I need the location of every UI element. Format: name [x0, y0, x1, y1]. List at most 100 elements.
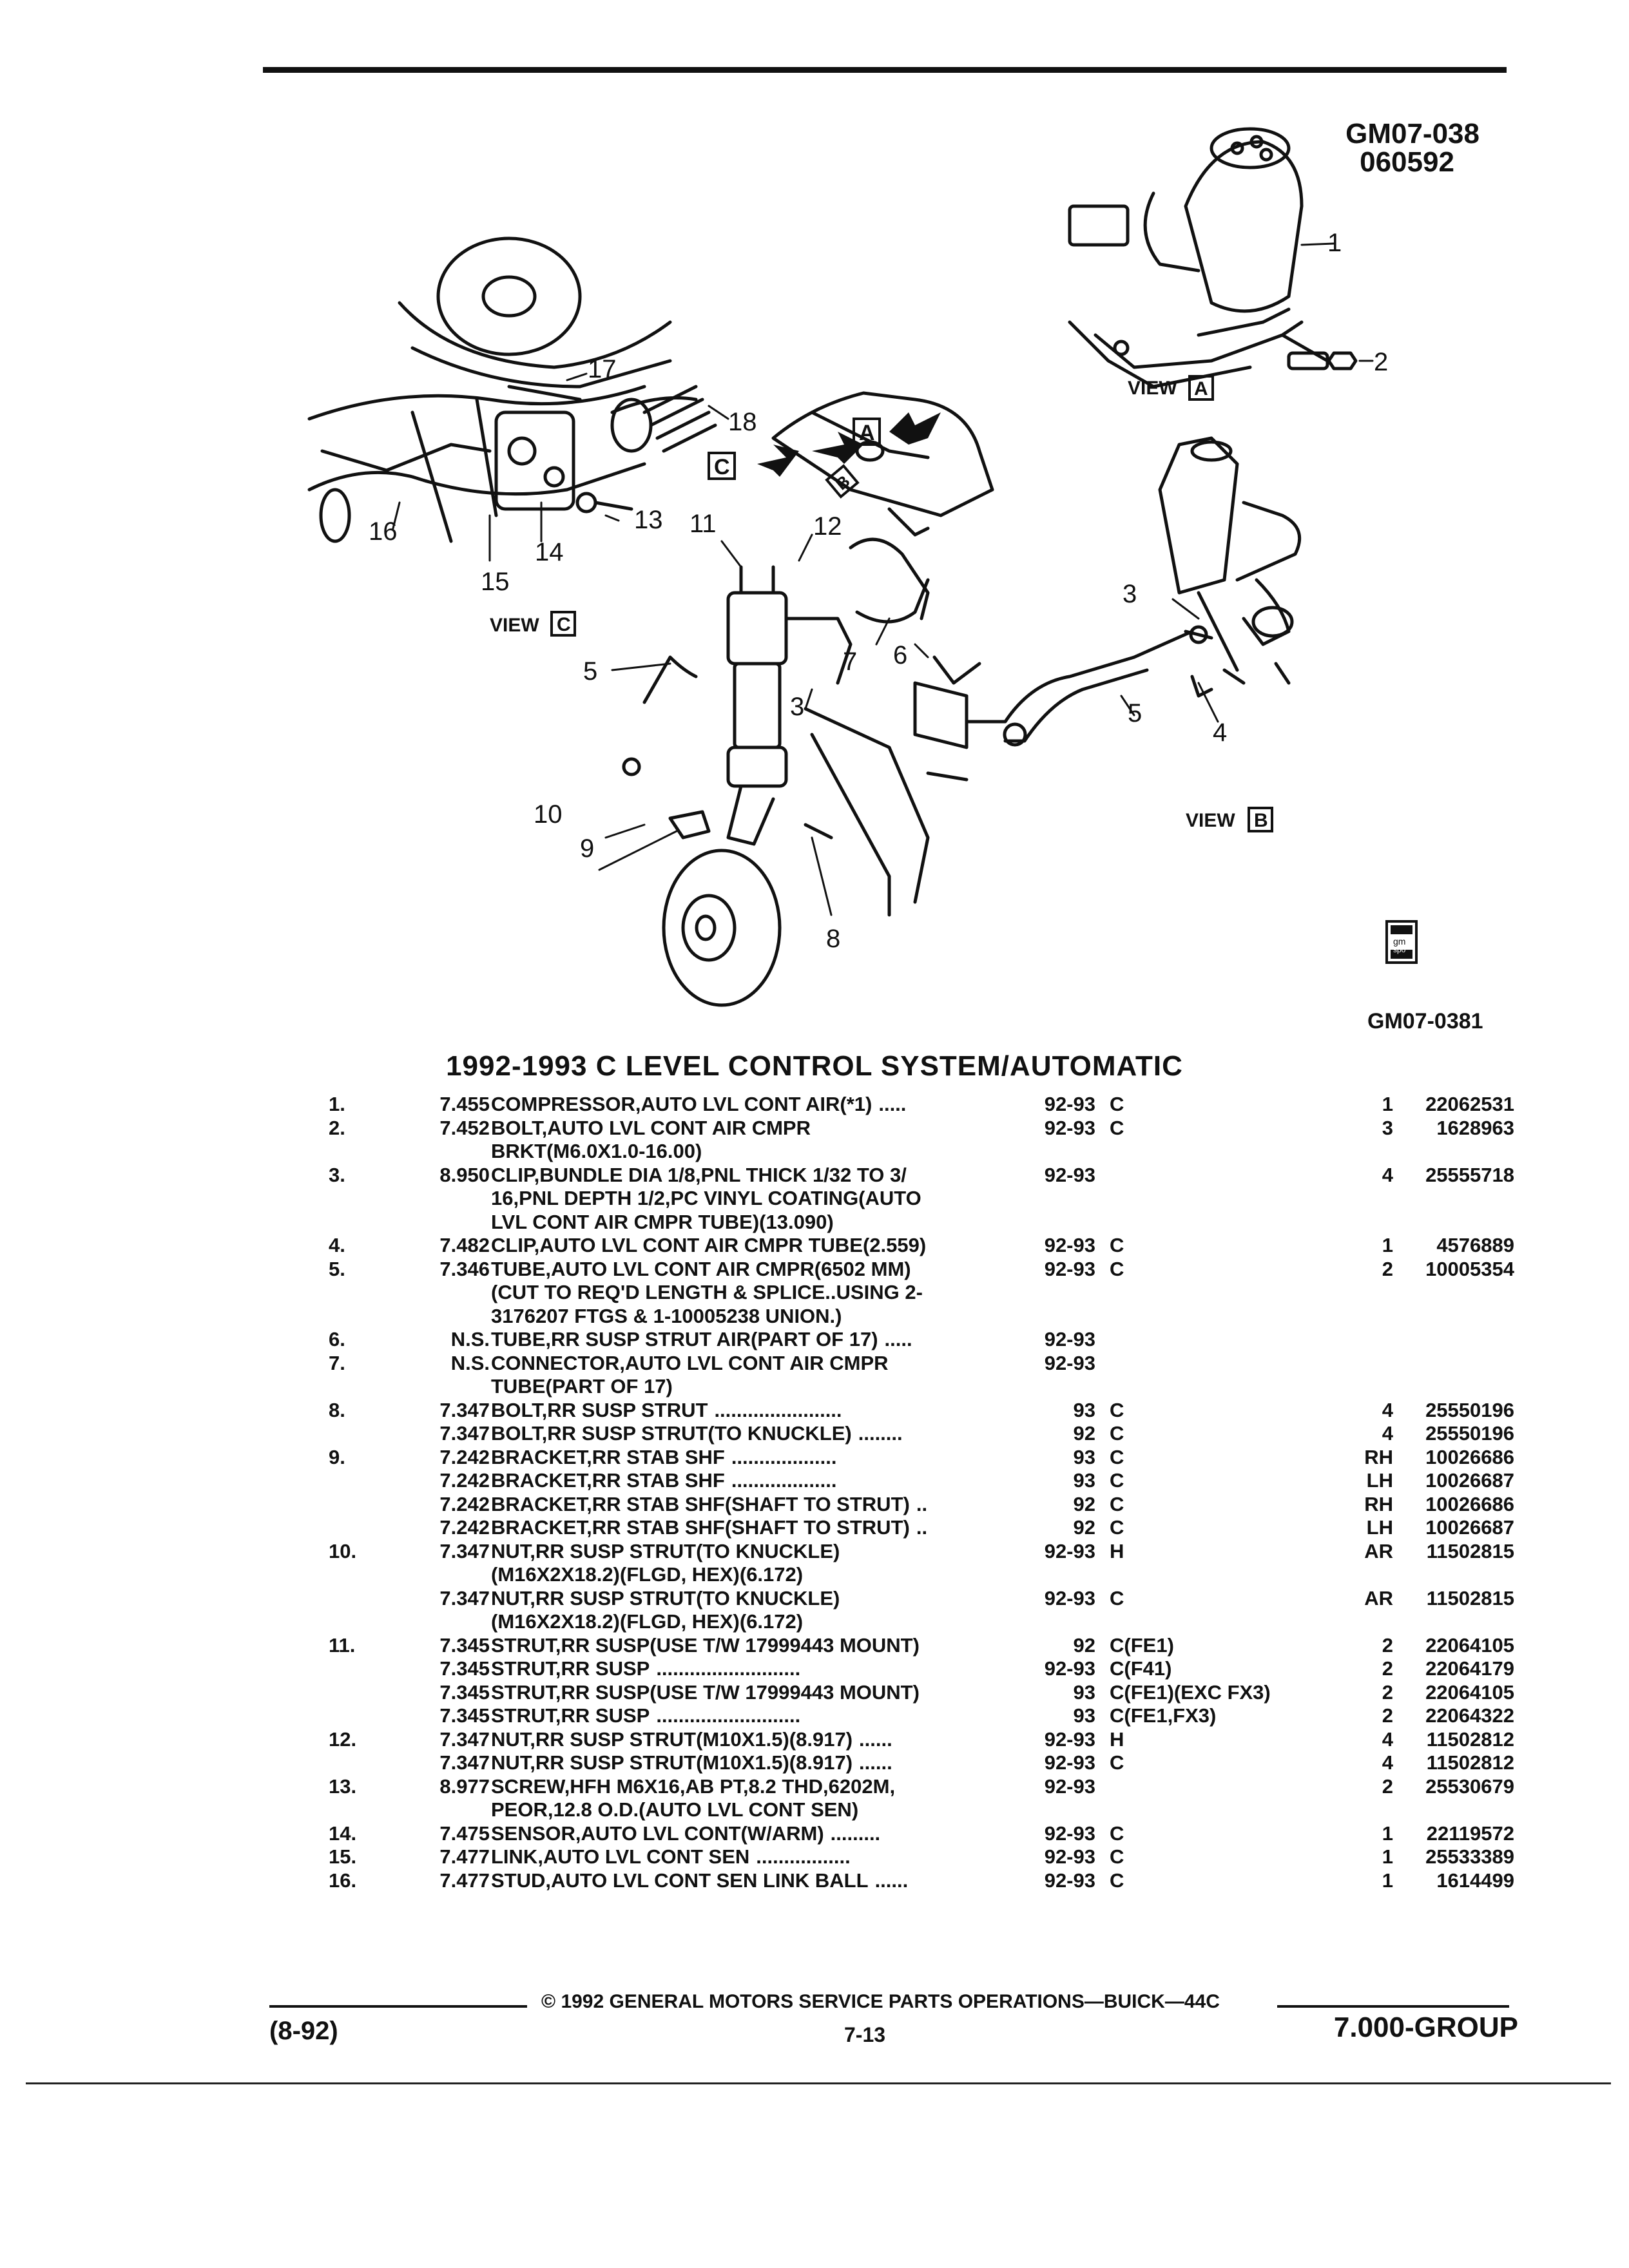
svg-text:A: A — [1194, 378, 1208, 399]
part-detail: ,RR SUSP(USE T/W 17999443 MOUNT) — [555, 1680, 920, 1704]
group-number: 7.345 — [439, 1657, 490, 1680]
body-code: C — [1110, 1492, 1124, 1515]
body-code: C — [1110, 1845, 1124, 1868]
part-number: 11502812 — [1426, 1751, 1514, 1774]
part-detail: BRKT(M6.0X1.0-16.00) — [491, 1140, 702, 1162]
model-year: 92 — [1073, 1422, 1095, 1445]
callout-3b: 3 — [790, 693, 804, 721]
model-year: 92-93 — [1044, 1821, 1095, 1845]
item-number: 7. — [329, 1351, 345, 1374]
part-number: 25533389 — [1425, 1845, 1514, 1868]
part-number: 10026687 — [1425, 1516, 1514, 1539]
group-number: 7.242 — [439, 1469, 490, 1492]
part-name: BOLT — [491, 1116, 542, 1139]
view-c-illustration — [307, 236, 717, 543]
part-description: BRACKET,RR STAB SHF................... — [491, 1469, 1071, 1493]
part-description: BRKT(M6.0X1.0-16.00) — [491, 1140, 1071, 1164]
part-description: 3176207 FTGS & 1-10005238 UNION.) — [491, 1305, 1071, 1329]
callout-11: 11 — [689, 510, 717, 538]
leader-dots: ................... — [731, 1445, 837, 1468]
part-description: TUBE(PART OF 17) — [491, 1375, 1071, 1399]
quantity: LH — [1366, 1469, 1393, 1492]
group-number: 7.242 — [439, 1445, 490, 1468]
part-row: LVL CONT AIR CMPR TUBE)(13.090) — [303, 1211, 1527, 1235]
quantity: RH — [1364, 1492, 1393, 1515]
leader-dots: ...... — [859, 1727, 892, 1751]
part-row: PEOR,12.8 O.D.(AUTO LVL CONT SEN) — [303, 1798, 1527, 1822]
bottom-rule — [26, 2082, 1611, 2084]
part-detail: ,AUTO LVL CONT AIR CMPR TUBE(2.559) — [534, 1234, 927, 1256]
callout-16: 16 — [369, 517, 398, 546]
leader-dots: .......................... — [656, 1704, 801, 1727]
footer-date: (8-92) — [269, 2017, 338, 2045]
group-number: N.S. — [450, 1351, 490, 1374]
part-detail: ,RR SUSP STRUT(M10X1.5)(8.917) — [530, 1751, 853, 1774]
part-detail: ,RR SUSP STRUT(TO KNUCKLE) — [541, 1422, 852, 1445]
leader-dots: ........ — [858, 1422, 903, 1445]
part-detail: ,RR SUSP — [555, 1704, 650, 1727]
leader-lines — [392, 242, 1374, 916]
exploded-diagram: C A B 1 2 3 3 4 5 5 6 7 8 9 10 11 12 13 … — [307, 127, 1418, 1007]
quantity: 2 — [1382, 1257, 1393, 1280]
group-number: 7.347 — [439, 1422, 490, 1445]
part-detail: ,RR SUSP(USE T/W 17999443 MOUNT) — [555, 1633, 920, 1657]
callout-2: 2 — [1374, 348, 1388, 376]
part-name: NUT — [491, 1727, 530, 1751]
model-year: 92 — [1073, 1633, 1095, 1657]
part-number: 22064179 — [1425, 1657, 1514, 1680]
part-description: BOLT,AUTO LVL CONT AIR CMPR — [491, 1117, 1071, 1140]
quantity: 1 — [1382, 1234, 1393, 1256]
part-number: 22119572 — [1426, 1821, 1514, 1845]
svg-text:C: C — [557, 614, 571, 635]
leader-dots: ...... — [859, 1751, 892, 1774]
part-name: NUT — [491, 1586, 530, 1610]
part-number: 25550196 — [1425, 1422, 1514, 1445]
car-outline — [771, 391, 994, 517]
callout-18: 18 — [728, 408, 757, 436]
part-name: LINK — [491, 1845, 538, 1868]
part-description: TUBE,RR SUSP STRUT AIR(PART OF 17)..... — [491, 1328, 1071, 1352]
part-detail: 16,PNL DEPTH 1/2,PC VINYL COATING(AUTO — [491, 1187, 921, 1209]
gm-spo-badge: gm spo — [1385, 920, 1418, 964]
group-number: 7.482 — [439, 1234, 490, 1256]
view-b-illustration — [622, 507, 1194, 1007]
body-code: C(FE1)(EXC FX3) — [1110, 1680, 1271, 1704]
part-name: CONNECTOR — [491, 1351, 620, 1374]
group-number: 7.345 — [439, 1704, 490, 1727]
group-number: 8.977 — [439, 1774, 490, 1798]
part-number: 10026686 — [1425, 1445, 1514, 1468]
part-description: (M16X2X18.2)(FLGD, HEX)(6.172) — [491, 1563, 1071, 1587]
model-year: 92-93 — [1044, 1163, 1095, 1186]
quantity: 1 — [1382, 1845, 1393, 1868]
body-code: H — [1110, 1539, 1124, 1562]
part-description: NUT,RR SUSP STRUT(TO KNUCKLE) — [491, 1587, 1071, 1611]
item-number: 16. — [329, 1869, 357, 1892]
part-description: BRACKET,RR STAB SHF................... — [491, 1446, 1071, 1470]
leader-dots: ...... — [874, 1869, 909, 1892]
ref-date: 060592 — [1360, 146, 1454, 178]
part-detail: ,RR STAB SHF(SHAFT TO STRUT) — [586, 1516, 910, 1539]
part-number: 11502812 — [1426, 1727, 1514, 1751]
group-number: 7.477 — [439, 1869, 490, 1892]
callout-14: 14 — [535, 538, 564, 566]
callout-8: 8 — [826, 925, 840, 953]
view-c-label: VIEW — [490, 615, 539, 636]
footer-rule-right — [1277, 2005, 1509, 2008]
item-number: 2. — [329, 1116, 345, 1139]
diagram-ref: GM07-038 060592 — [1345, 120, 1480, 177]
part-name: STRUT — [491, 1633, 555, 1657]
group-number: N.S. — [450, 1328, 490, 1350]
part-name: BOLT — [491, 1398, 542, 1421]
group-number: 7.452 — [439, 1116, 490, 1139]
group-number: 7.345 — [439, 1633, 490, 1657]
